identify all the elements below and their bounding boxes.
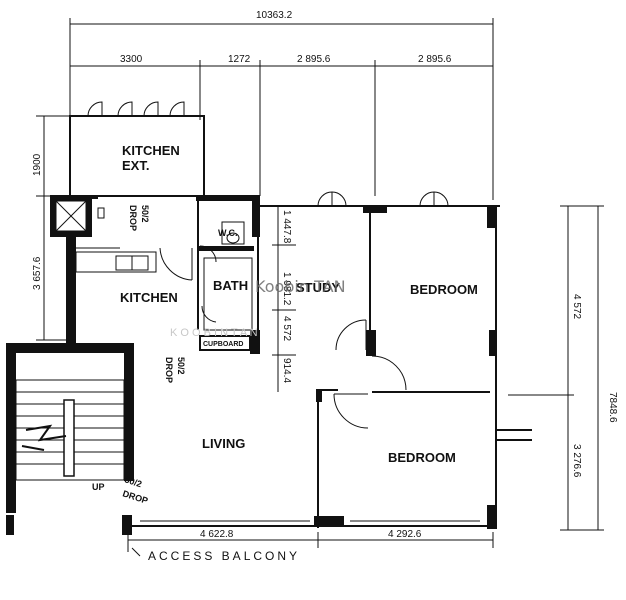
bedroom-top-label: BEDROOM: [410, 282, 478, 297]
bedroom-bottom-label: BEDROOM: [388, 450, 456, 465]
top-segment-3: 2 895.6: [297, 54, 331, 65]
drop-size-living-2: 50/2: [123, 474, 143, 489]
top-segment-2: 1272: [228, 54, 251, 65]
up-label: UP: [92, 482, 105, 492]
kitchen-area: KITCHEN DROP 50/2: [75, 205, 178, 305]
overall-width-dim: 10363.2: [256, 10, 293, 21]
top-dimensions: 10363.2 3300 1272 2 895.6 2 895.6: [69, 10, 494, 200]
inner-dim-4: 914.4: [281, 358, 292, 383]
left-segment-1: 1900: [32, 153, 43, 176]
cupboard-label: CUPBOARD: [203, 341, 243, 348]
inner-dim-3: 4 572: [281, 316, 292, 341]
watermark-faint: K O O B I N T A N: [170, 327, 258, 339]
top-segment-1: 3300: [120, 54, 143, 65]
bottom-segment-2: 4 292.6: [388, 529, 422, 540]
drop-label-living-2: DROP: [121, 488, 149, 506]
drop-size-kitchen: 50/2: [140, 205, 150, 223]
access-balcony-label: ACCESS BALCONY: [148, 549, 300, 563]
inner-dim-1: 1 447.8: [281, 210, 292, 244]
right-total-dim: 7848.6: [607, 392, 618, 423]
left-dimensions: 1900 3 657.6: [32, 115, 80, 341]
left-segment-2: 3 657.6: [32, 256, 43, 290]
inner-dimensions: 1 447.8 1 981.2 4 572 914.4: [272, 206, 296, 392]
doors: [159, 191, 449, 429]
top-segment-4: 2 895.6: [418, 54, 452, 65]
staircase: UP: [15, 379, 125, 492]
bottom-segment-1: 4 622.8: [200, 529, 234, 540]
living-label: LIVING: [202, 436, 245, 451]
walls: [6, 195, 532, 535]
kitchen-ext-label-2: EXT.: [122, 158, 149, 173]
kitchen-ext-label-1: KITCHEN: [122, 143, 180, 158]
kitchen-label: KITCHEN: [120, 290, 178, 305]
right-segment-1: 4 572: [571, 294, 582, 319]
drop-label-kitchen: DROP: [128, 205, 138, 231]
right-dimensions: 7848.6 4 572 3 276.6: [508, 205, 618, 531]
bath-area: BATH W.C. CUPBOARD: [199, 221, 253, 351]
drop-label-living-1: DROP: [164, 357, 174, 383]
kitchen-ext-area: KITCHEN EXT.: [69, 101, 205, 197]
wc-label: W.C.: [218, 228, 238, 238]
bottom-dimensions: 4 622.8 4 292.6: [127, 529, 494, 552]
watermark-main: Koobin TAN: [255, 277, 346, 296]
drop-size-living-1: 50/2: [176, 357, 186, 375]
right-segment-2: 3 276.6: [571, 444, 582, 478]
study-label: STUDY: [296, 280, 340, 295]
inner-dim-2: 1 981.2: [281, 272, 292, 306]
bath-label: BATH: [213, 278, 248, 293]
